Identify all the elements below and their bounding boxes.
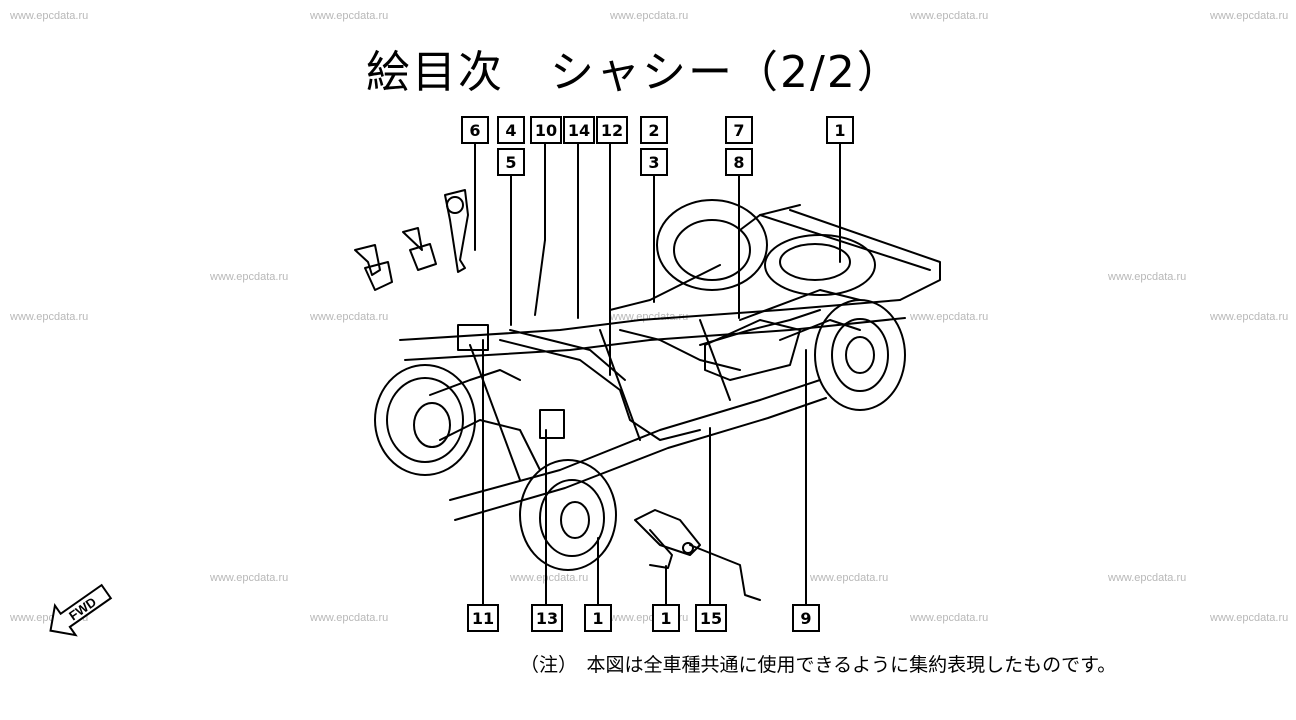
callout-15[interactable]: 15 [695,604,727,632]
watermark: www.epcdata.ru [910,10,989,22]
callout-4[interactable]: 4 [497,116,525,144]
callout-10[interactable]: 10 [530,116,562,144]
callout-12[interactable]: 12 [596,116,628,144]
callout-13[interactable]: 13 [531,604,563,632]
callout-1-jack[interactable]: 1 [652,604,680,632]
callout-9[interactable]: 9 [792,604,820,632]
watermark: www.epcdata.ru [310,311,389,323]
callout-6[interactable]: 6 [461,116,489,144]
watermark: www.epcdata.ru [1210,311,1289,323]
callout-1[interactable]: 1 [826,116,854,144]
watermark: www.epcdata.ru [1108,572,1187,584]
callout-1-front-wheel[interactable]: 1 [584,604,612,632]
watermark: www.epcdata.ru [310,612,389,624]
watermark: www.epcdata.ru [510,572,589,584]
callout-8[interactable]: 8 [725,148,753,176]
callout-3[interactable]: 3 [640,148,668,176]
watermark: www.epcdata.ru [10,10,89,22]
watermark: www.epcdata.ru [810,572,889,584]
watermark: www.epcdata.ru [310,10,389,22]
watermark: www.epcdata.ru [1210,10,1289,22]
watermark: www.epcdata.ru [10,311,89,323]
callout-5[interactable]: 5 [497,148,525,176]
watermark: www.epcdata.ru [210,271,289,283]
fwd-arrow-icon: FWD [49,583,113,637]
watermark: www.epcdata.ru [610,10,689,22]
watermark: www.epcdata.ru [1108,271,1187,283]
watermark: www.epcdata.ru [910,311,989,323]
watermark: www.epcdata.ru [210,572,289,584]
callout-14[interactable]: 14 [563,116,595,144]
callout-2[interactable]: 2 [640,116,668,144]
callout-7[interactable]: 7 [725,116,753,144]
callout-11[interactable]: 11 [467,604,499,632]
footnote: （注） 本図は全車種共通に使用できるように集約表現したものです。 [520,654,1117,676]
page-title: 絵目次 シャシー（2/2） [366,47,903,98]
watermark: www.epcdata.ru [1210,612,1289,624]
watermark: www.epcdata.ru [610,311,689,323]
watermark: www.epcdata.ru [910,612,989,624]
